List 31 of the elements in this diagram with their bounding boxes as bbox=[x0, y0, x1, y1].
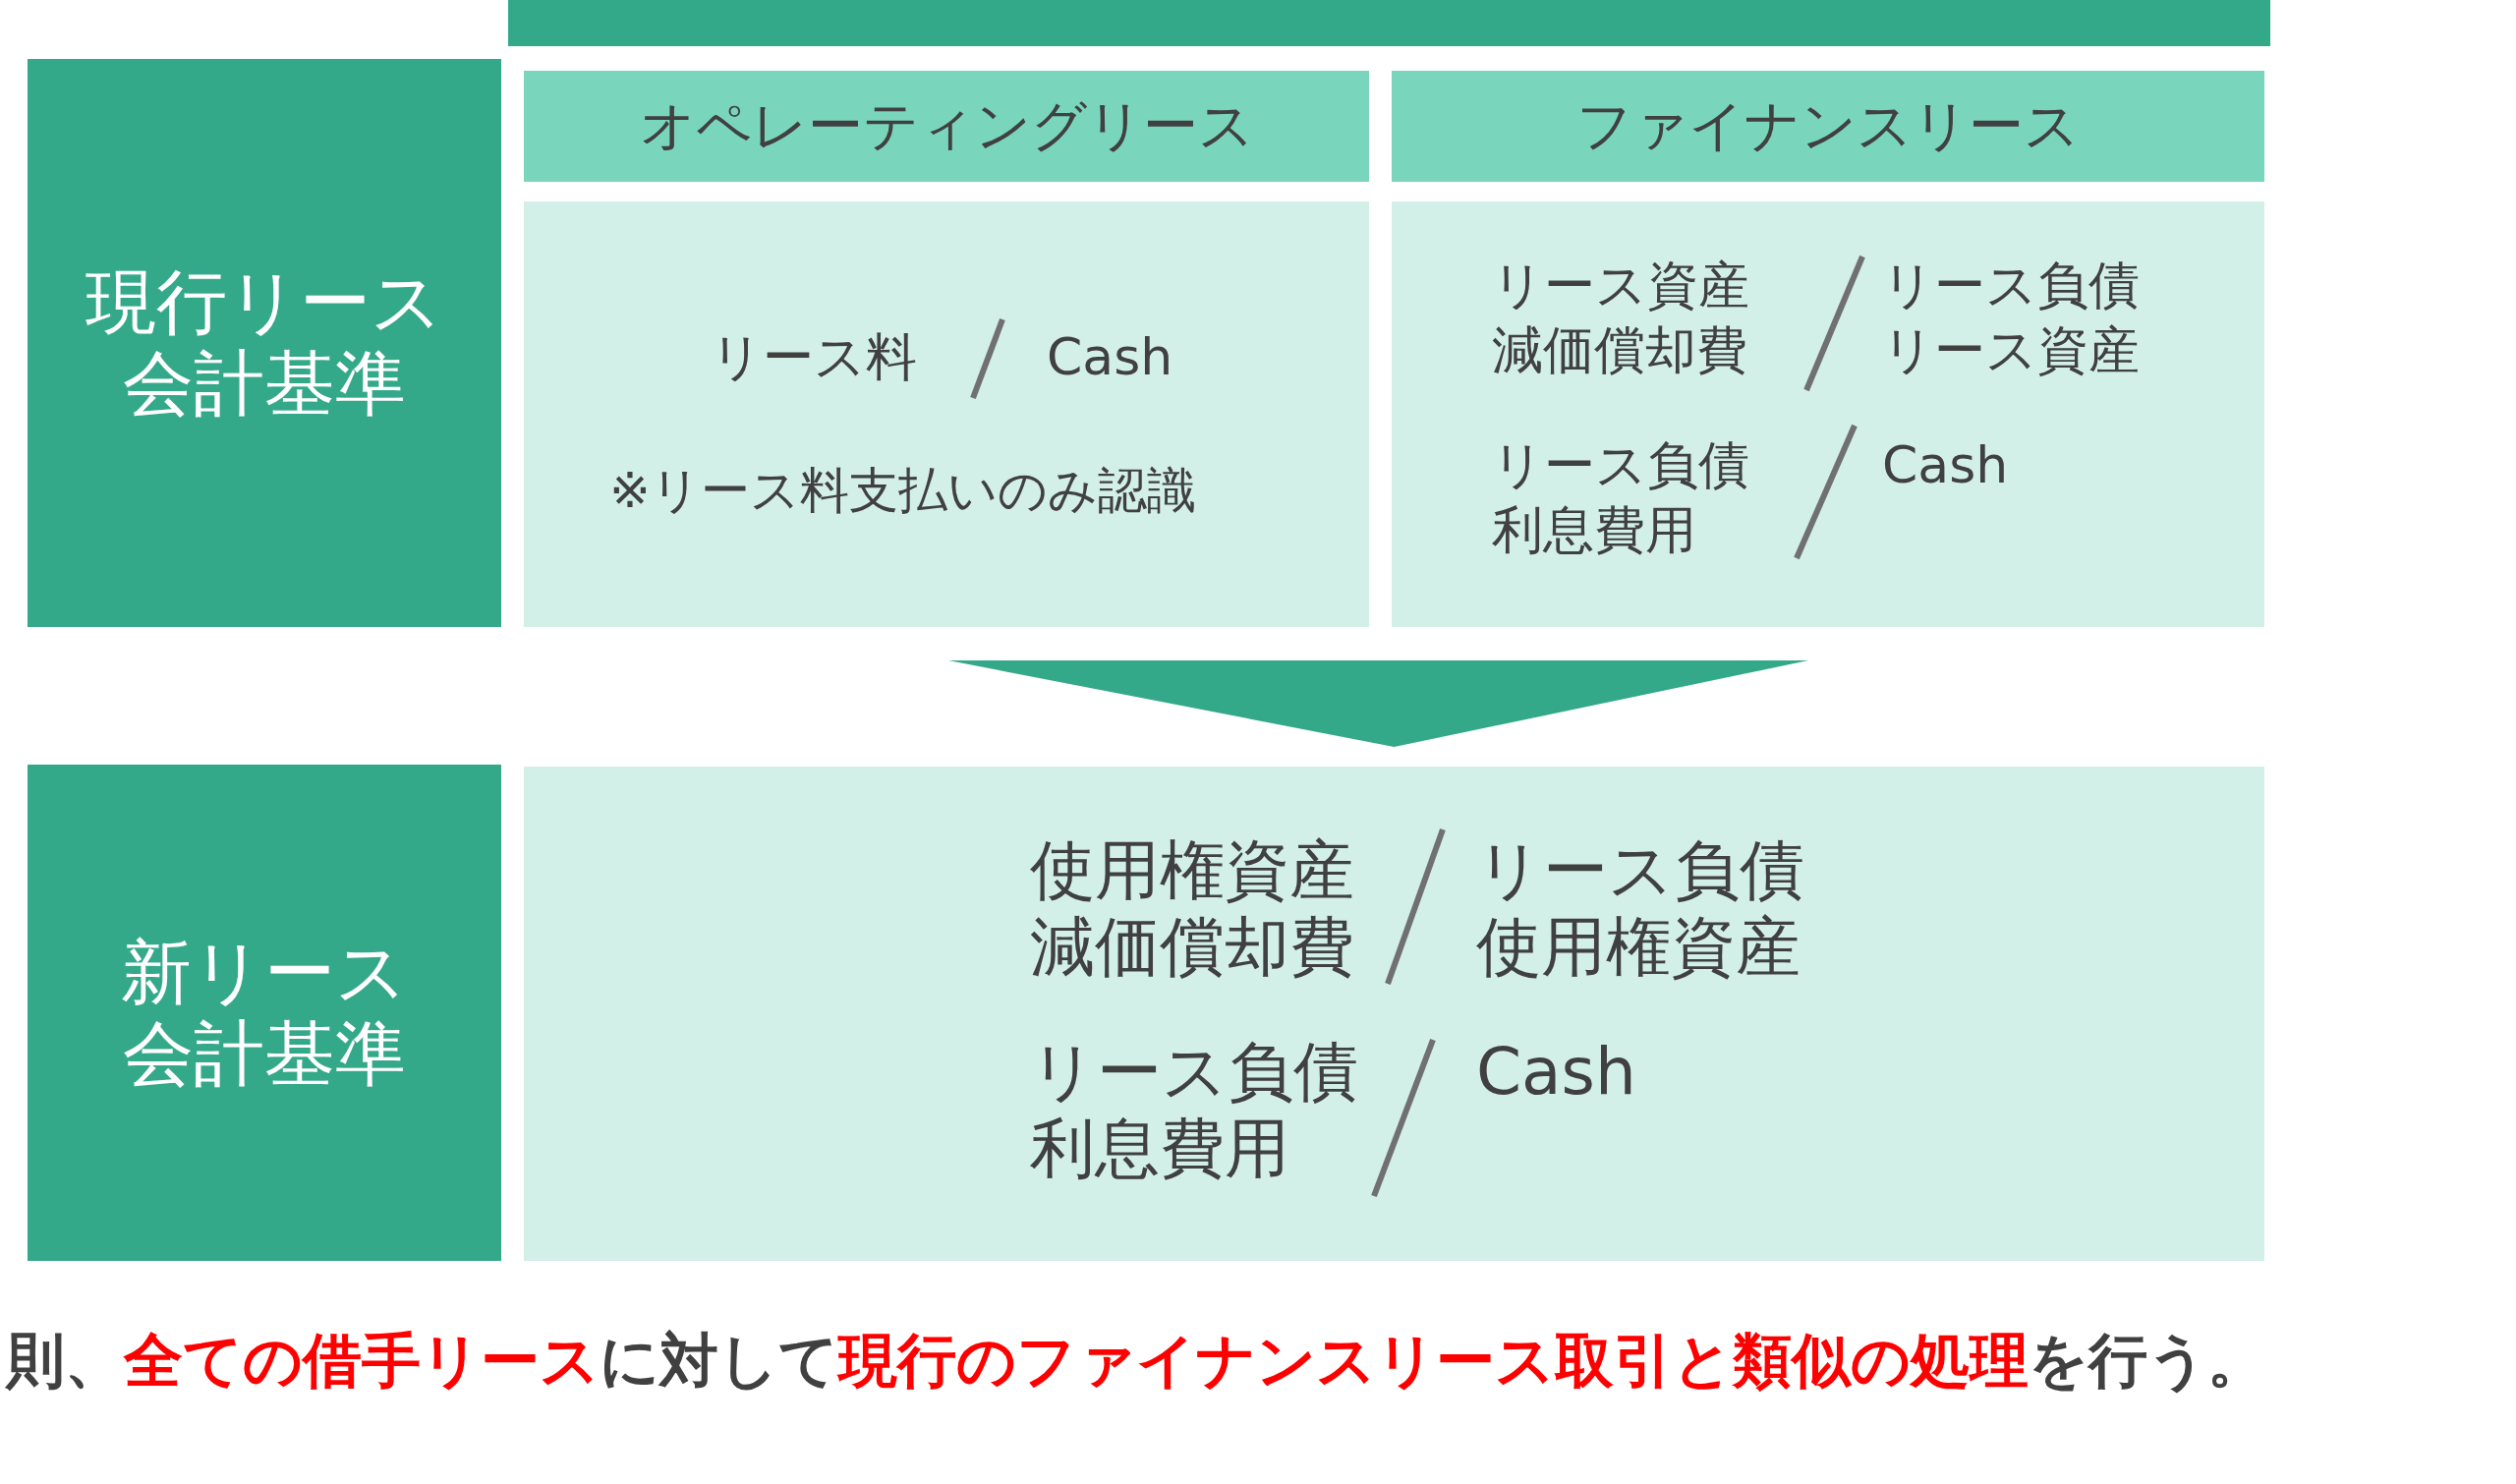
account-label: リース資産 bbox=[1492, 257, 1749, 314]
header-text: オペレーティングリース bbox=[639, 94, 1254, 158]
note-text: ※リース料支払いのみ認識 bbox=[609, 464, 1196, 518]
category-box bbox=[28, 765, 501, 1261]
category-title: 現行リース会計基準 bbox=[85, 261, 444, 425]
account-label: 減価償却費 bbox=[1492, 322, 1747, 379]
account-label: 使用権資産 bbox=[1030, 835, 1354, 907]
account-label: 減価償却費 bbox=[1030, 912, 1354, 984]
account-label: 利息費用 bbox=[1030, 1113, 1289, 1185]
column-header bbox=[524, 71, 1369, 182]
summary-sentence: 則、全ての借手リースに対して現行のファイナンスリース取引と類似の処理を行う。 bbox=[6, 1325, 2266, 1397]
account-label: リース資産 bbox=[1882, 322, 2140, 379]
chevron-arrow bbox=[948, 660, 1808, 747]
account-label: Cash bbox=[1047, 329, 1173, 386]
account-label: Cash bbox=[1476, 1037, 1636, 1109]
account-label: リース負債 bbox=[1476, 835, 1804, 907]
content-panel bbox=[1392, 201, 2264, 627]
category-box bbox=[28, 59, 501, 627]
column-header bbox=[1392, 71, 2264, 182]
content-panel bbox=[524, 767, 2264, 1261]
account-label: リース負債 bbox=[1030, 1037, 1358, 1109]
account-label: リース料 bbox=[711, 329, 917, 386]
account-label: リース負債 bbox=[1492, 437, 1749, 494]
account-label: 利息費用 bbox=[1492, 502, 1696, 559]
category-title: 新リース会計基準 bbox=[120, 931, 409, 1095]
account-label: 使用権資産 bbox=[1476, 912, 1801, 984]
account-label: Cash bbox=[1882, 437, 2009, 494]
header-text: ファイナンスリース bbox=[1576, 94, 2080, 158]
content-panel bbox=[524, 201, 1369, 627]
account-label: リース負債 bbox=[1882, 257, 2140, 314]
header-band bbox=[508, 0, 2270, 46]
